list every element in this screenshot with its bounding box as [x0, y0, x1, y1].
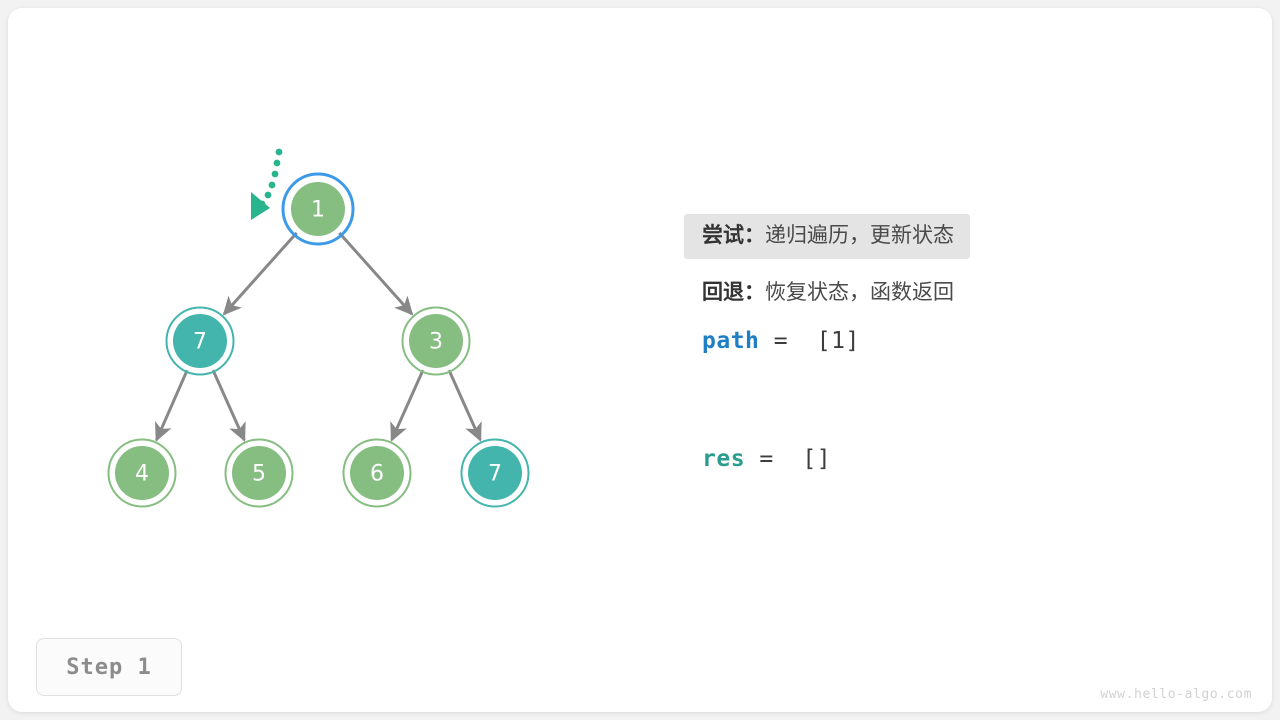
tree-node-circle	[115, 446, 169, 500]
tree-node-ring	[342, 438, 412, 508]
path-variable-value: = [1]	[759, 328, 860, 354]
tree-edge	[338, 231, 414, 316]
traversal-pointer	[251, 148, 283, 220]
tree-node-ring	[107, 438, 177, 508]
tree-node-label: 5	[252, 462, 266, 487]
res-variable-name: res	[702, 446, 746, 472]
tree-edges	[155, 231, 482, 442]
pointer-trail-dot	[268, 181, 276, 189]
tree-edge	[222, 231, 298, 316]
step-badge: Step 1	[36, 638, 182, 696]
tree-edge	[155, 369, 189, 442]
tree-edge	[390, 369, 425, 442]
pointer-trail-dot	[273, 159, 281, 167]
pointer-trail-dot	[275, 148, 283, 156]
tree-node[interactable]: 7	[460, 438, 530, 508]
tree-node-ring	[165, 306, 235, 376]
tree-node-ring	[281, 172, 355, 246]
res-variable-value: = []	[745, 446, 832, 472]
tree-edge	[447, 369, 482, 442]
tree-node-label: 4	[135, 462, 149, 487]
tree-node-label: 7	[488, 462, 502, 487]
tree-node-label: 1	[311, 198, 325, 223]
tree-node[interactable]: 6	[342, 438, 412, 508]
tree-node-circle	[468, 446, 522, 500]
tree-node-label: 3	[429, 330, 443, 355]
watermark: www.hello-algo.com	[1100, 687, 1252, 702]
step-badge-label: Step 1	[66, 654, 152, 680]
tree-node[interactable]: 5	[224, 438, 294, 508]
tree-node-ring	[224, 438, 294, 508]
backtrack-text: 恢复状态，函数返回	[765, 280, 954, 304]
backtrack-line: 回退：恢复状态，函数返回	[684, 271, 970, 316]
tree-edge	[211, 369, 246, 442]
pointer-trail-dot	[264, 191, 272, 199]
tree-node-circle	[350, 446, 404, 500]
tree-node-circle	[291, 182, 345, 236]
pointer-triangle-icon	[251, 192, 270, 220]
path-variable-name: path	[702, 328, 760, 354]
tree-node-circle	[409, 314, 463, 368]
tree-nodes: 1 7 3 4 5 6 7	[107, 172, 530, 508]
info-panel: 尝试：递归遍历，更新状态 回退：恢复状态，函数返回	[684, 214, 1204, 316]
try-line: 尝试：递归遍历，更新状态	[684, 214, 970, 259]
try-prefix: 尝试：	[702, 223, 765, 247]
backtrack-prefix: 回退：	[702, 280, 765, 304]
tree-node-ring	[401, 306, 471, 376]
tree-node-label: 6	[370, 462, 384, 487]
path-state-row: path = [1]	[684, 328, 860, 354]
res-state-row: res = []	[684, 446, 831, 472]
tree-node[interactable]: 4	[107, 438, 177, 508]
tree-node-label: 7	[193, 330, 207, 355]
tree-node[interactable]: 3	[401, 306, 471, 376]
tree-node-circle	[173, 314, 227, 368]
tree-node-ring	[460, 438, 530, 508]
tree-node-circle	[232, 446, 286, 500]
tree-node[interactable]: 7	[165, 306, 235, 376]
tree-node[interactable]: 1	[281, 172, 355, 246]
pointer-trail-dot	[271, 170, 279, 178]
try-text: 递归遍历，更新状态	[765, 223, 954, 247]
